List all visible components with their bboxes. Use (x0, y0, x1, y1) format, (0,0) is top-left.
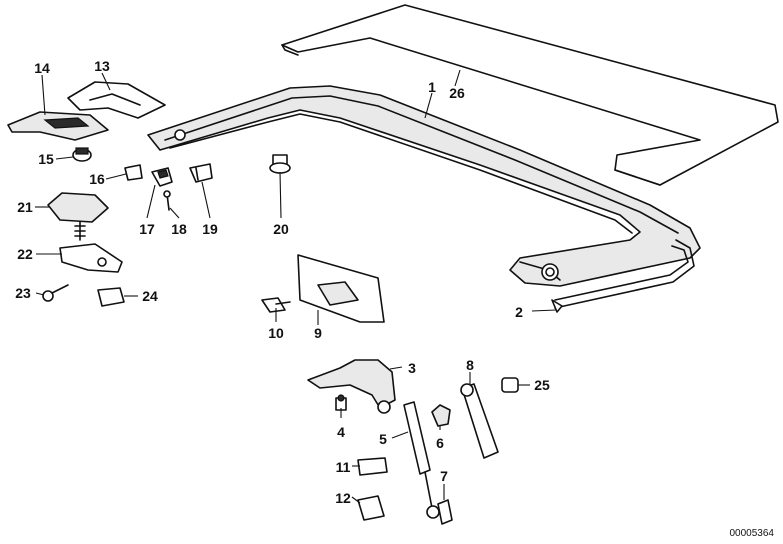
callout-6: 6 (436, 435, 444, 451)
callout-14: 14 (34, 60, 50, 76)
callout-3: 3 (408, 360, 416, 376)
callout-1: 1 (428, 79, 436, 95)
reference-number: 00005364 (730, 528, 775, 539)
callout-15: 15 (38, 151, 54, 167)
part-24 (97, 287, 125, 307)
callout-22: 22 (17, 246, 33, 262)
part-15 (72, 147, 92, 162)
callout-9: 9 (314, 325, 322, 341)
callout-11: 11 (336, 459, 351, 475)
part-4 (335, 394, 347, 411)
part-12 (357, 495, 385, 521)
part-10 (261, 297, 291, 313)
cover-panel (281, 4, 779, 186)
part-5 (403, 401, 440, 519)
leader-lines (35, 69, 557, 504)
part-22 (59, 243, 123, 273)
part-23 (42, 284, 69, 302)
part-21 (47, 192, 109, 241)
callout-2: 2 (515, 304, 523, 320)
callout-20: 20 (273, 221, 289, 237)
callout-18: 18 (171, 221, 187, 237)
callout-8: 8 (466, 357, 474, 373)
part-17 (151, 167, 173, 187)
part-16 (124, 164, 143, 181)
part-14 (7, 111, 109, 141)
callout-21: 21 (17, 199, 33, 215)
part-13 (67, 81, 166, 119)
callout-13: 13 (94, 58, 110, 74)
part-25 (501, 377, 519, 393)
callout-17: 17 (139, 221, 155, 237)
callout-12: 12 (335, 490, 351, 506)
part-6 (431, 404, 451, 427)
part-8 (460, 383, 499, 459)
callout-labels: 1 26 2 3 4 5 6 7 8 9 10 11 12 13 14 15 1… (15, 58, 550, 506)
part-3 (307, 359, 396, 414)
callout-26: 26 (449, 85, 465, 101)
roof-frame (147, 85, 701, 287)
callout-16: 16 (89, 171, 105, 187)
part-19 (189, 163, 213, 183)
callout-10: 10 (268, 325, 284, 341)
callout-25: 25 (534, 377, 550, 393)
callout-5: 5 (379, 431, 387, 447)
part-11 (357, 457, 388, 476)
callout-4: 4 (337, 424, 345, 440)
callout-7: 7 (440, 468, 448, 484)
part-7 (437, 499, 453, 525)
part-18 (163, 190, 171, 211)
callout-19: 19 (202, 221, 218, 237)
part-20 (269, 154, 291, 174)
callout-24: 24 (142, 288, 158, 304)
callout-23: 23 (15, 285, 31, 301)
seal-strip (551, 239, 695, 313)
part-9 (297, 254, 385, 323)
